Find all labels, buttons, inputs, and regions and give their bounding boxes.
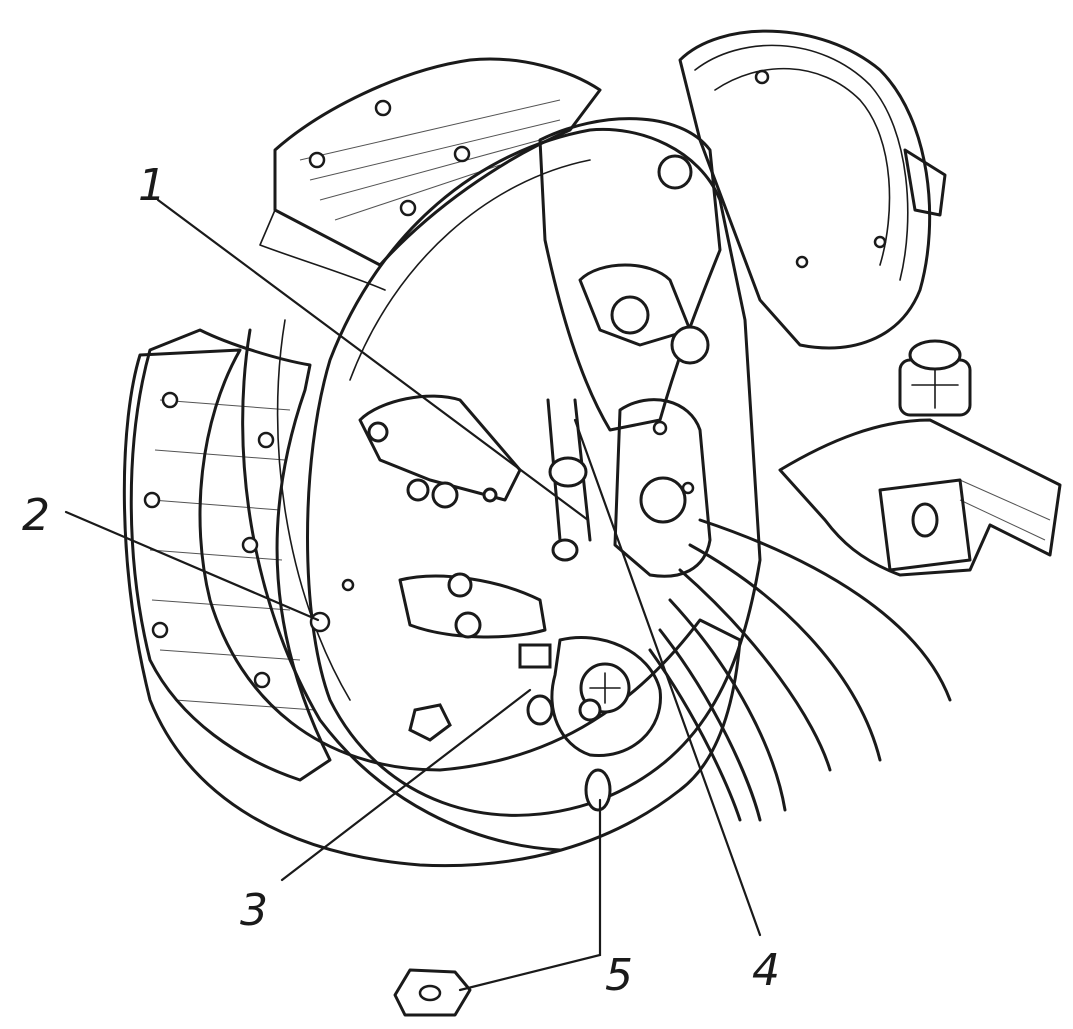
rivet-hole [253,671,271,689]
flange-hole [795,255,809,269]
leader-lines [64,198,762,992]
rivet-hole [399,199,417,217]
rivet-hole [257,431,275,449]
rivet-hole [374,99,392,117]
rivet-hole [151,621,169,639]
callout-5: 5 [605,950,633,1001]
axle-housing [678,29,947,350]
leaf-spring-bracket [778,339,1062,577]
bolt-hole [341,578,355,592]
callout-4: 4 [752,945,780,996]
leader-line-5 [458,798,602,992]
bolt-hole [309,611,331,633]
leader-line-3 [280,688,532,882]
adjusting-plate [613,398,712,578]
brake-cable-bundle [648,518,952,822]
brake-shoe-left [129,328,332,782]
callout-1: 1 [138,160,166,211]
leader-line-1 [156,198,590,522]
brake-shoe-top [259,57,602,291]
eccentric-adjuster [408,635,662,758]
flange-hole [873,235,887,249]
rivet-hole [161,391,179,409]
leader-line-2 [64,510,320,622]
inspection-cover-plate [393,968,472,1017]
rivet-hole [241,536,259,554]
leader-line-4 [573,418,762,937]
callout-2: 2 [22,490,50,541]
flange-hole [754,69,770,85]
rivet-hole [308,151,326,169]
cam-lever-mechanism [538,117,722,562]
inspection-hole [584,768,612,812]
rivet-hole [143,491,161,509]
callout-3: 3 [240,885,268,936]
rivet-hole [453,145,471,163]
backing-plate [306,127,762,817]
shoe-pivot-links [358,394,547,639]
brake-drum [122,319,742,868]
callout-labels: 1 2 3 4 5 [22,160,780,1001]
